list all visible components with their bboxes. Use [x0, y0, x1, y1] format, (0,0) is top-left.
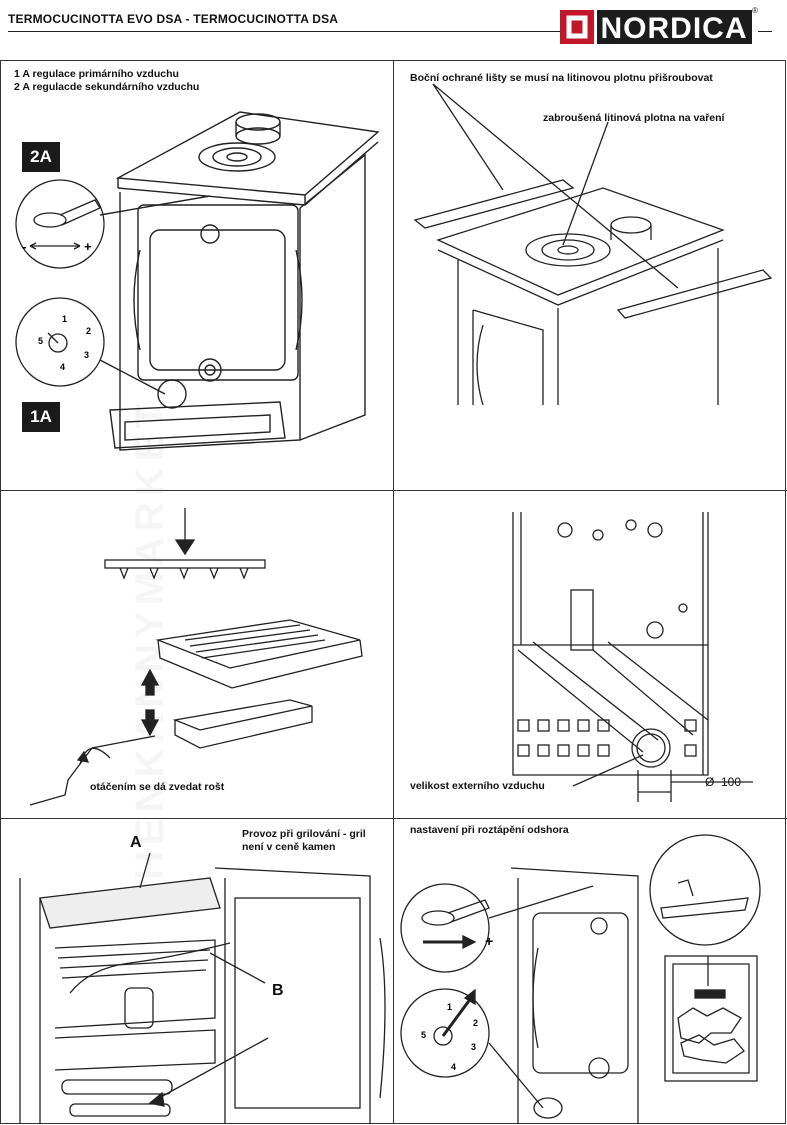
lever-plus-6: + [485, 933, 493, 949]
svg-text:5: 5 [421, 1030, 426, 1040]
header-rule-end [758, 31, 772, 32]
nordica-logo: NORDICA [560, 10, 752, 45]
svg-text:2: 2 [473, 1018, 478, 1028]
badge-1a: 1A [22, 402, 60, 432]
svg-text:2: 2 [86, 326, 91, 336]
badge-2a: 2A [22, 142, 60, 172]
svg-text:4: 4 [60, 362, 65, 372]
side-rails-illustration [413, 83, 773, 406]
svg-text:5: 5 [38, 336, 43, 346]
grid-divider-2 [0, 818, 787, 819]
panel3-label: otáčením se dá zvedat rošt [90, 781, 225, 793]
grid-divider-1 [0, 490, 787, 491]
registered-mark: ® [752, 6, 758, 15]
lever-plus: + [84, 239, 92, 254]
svg-text:4: 4 [451, 1062, 456, 1072]
rear-air-inlet-illustration [512, 512, 753, 802]
grill-operation-illustration [19, 852, 386, 1124]
svg-text:1: 1 [447, 1002, 452, 1012]
panel5-label: Provoz při grilování - gril není v ceně … [242, 828, 366, 853]
lever-minus: - [22, 239, 26, 254]
marker-b: B [272, 982, 284, 999]
svg-text:NORDICA: NORDICA [601, 12, 748, 45]
stove-front-illustration: - + 1 2 3 4 5 [15, 111, 380, 451]
marker-a: A [130, 834, 142, 851]
svg-text:3: 3 [84, 350, 89, 360]
panel4-label: velikost externího vzduchu [410, 780, 545, 792]
document-title: TERMOCUCINOTTA EVO DSA - TERMOCUCINOTTA … [8, 12, 339, 26]
header-rule [8, 31, 561, 32]
panel6-label: nastavení při roztápění odshora [410, 824, 569, 836]
panel1-label: 1 A regulace primárního vzduchu 2 A regu… [14, 68, 200, 93]
grate-lift-illustration [29, 508, 363, 806]
panel2-label-rails: Boční ochrané lišty se musí na litinovou… [410, 72, 713, 84]
panel2-label-plate: zabroušená litinová plotna na vaření [543, 112, 725, 124]
grid-divider-vertical [393, 60, 394, 1124]
top-lighting-illustration: + 1 2 3 4 5 [400, 834, 761, 1124]
svg-text:1: 1 [62, 314, 67, 324]
svg-text:3: 3 [471, 1042, 476, 1052]
